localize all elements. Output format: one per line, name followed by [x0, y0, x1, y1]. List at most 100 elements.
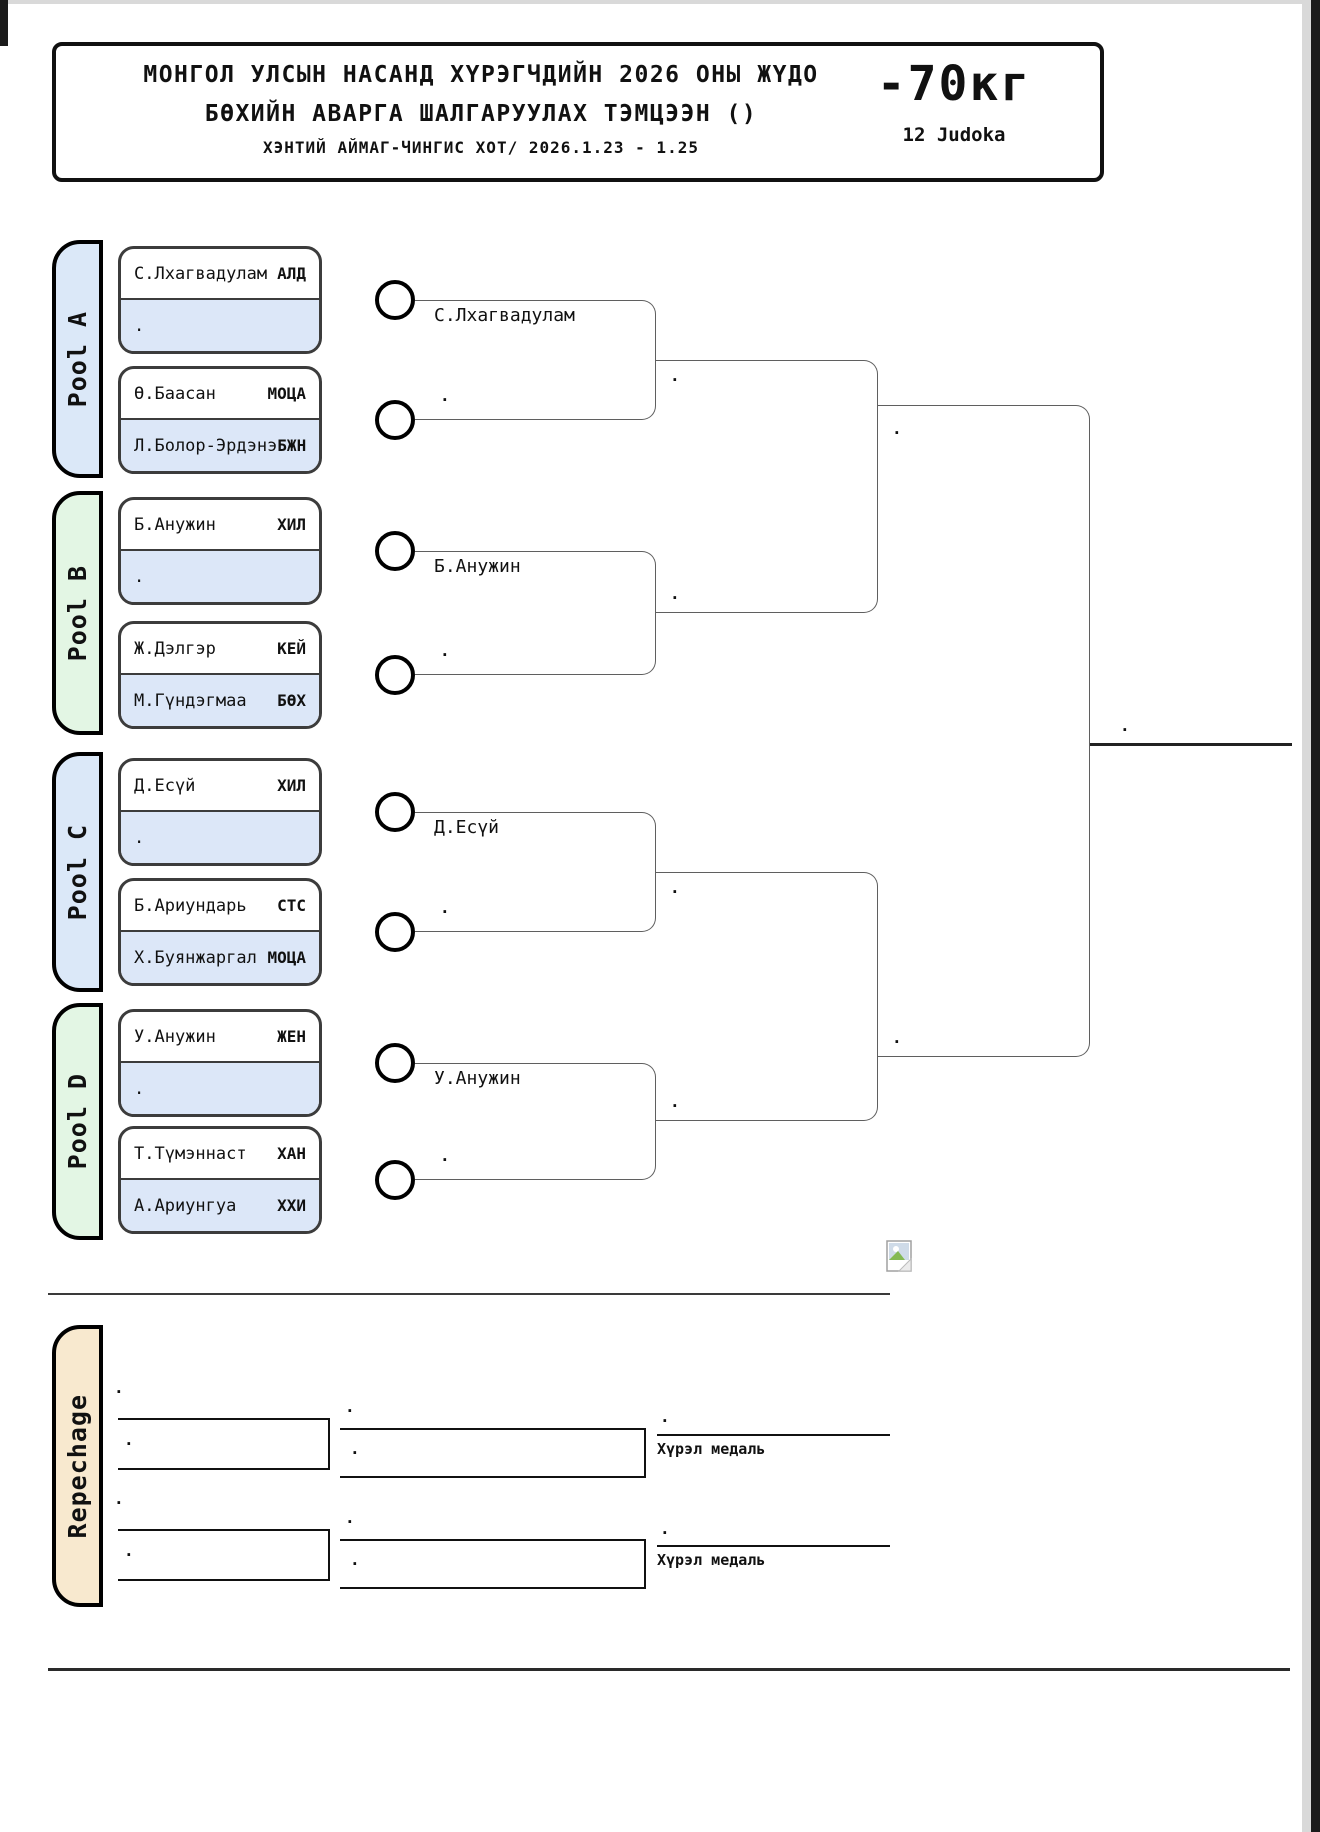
round2-winner-label: Д.Есүй [434, 817, 500, 838]
match-circle-2 [375, 400, 415, 440]
pool-tab-b: Pool B [52, 491, 103, 735]
bronze-winner-label: . [660, 1407, 670, 1426]
athlete-name: М.Гүндэгмаа [134, 690, 247, 711]
athlete-name: . [134, 827, 145, 848]
tournament-title-line2: БӨХИЙН АВАРГА ШАЛГАРУУЛАХ ТЭМЦЭЭН () [204, 101, 758, 127]
pool-a-match-1: С.Лхагвадулам АЛД . [118, 246, 322, 354]
pool-c-match-2: Б.Ариундарь СТС Х.Буянжаргал МОЦА [118, 878, 322, 986]
match-slot-bottom: . [121, 300, 319, 351]
semifinal-slot-label: . [670, 878, 680, 897]
repechage-match-1-bracket [118, 1418, 330, 1470]
athlete-name: Ө.Баасан [134, 383, 216, 404]
match-slot-bottom: . [121, 812, 319, 863]
match-slot-top: Ө.Баасан МОЦА [121, 369, 319, 420]
bronze-medal-label: Хүрэл медаль [657, 1440, 766, 1458]
match-slot-top: Б.Ариундарь СТС [121, 881, 319, 932]
header-box: МОНГОЛ УЛСЫН НАСАНД ХҮРЭГЧДИЙН 2026 ОНЫ … [52, 42, 1104, 182]
repechage-match-4-bracket [340, 1539, 646, 1589]
club-code: ЖЕН [277, 1027, 306, 1046]
athlete-name: А.Ариунгуа [134, 1195, 237, 1216]
round2-bracket-2 [415, 551, 656, 675]
final-slot-label: . [892, 1028, 902, 1047]
club-code: ХХИ [277, 1196, 306, 1215]
semifinal-slot-label: . [670, 366, 680, 385]
pool-d-match-1: У.Анужин ЖЕН . [118, 1009, 322, 1117]
match-circle-7 [375, 1043, 415, 1083]
final-slot-label: . [892, 419, 902, 438]
pool-tab-d-label: Pool D [63, 1073, 92, 1170]
repechage-match-3-bracket [118, 1529, 330, 1581]
weight-block: -70кг 12 Judoka [834, 56, 1074, 146]
club-code: МОЦА [267, 948, 306, 967]
pool-b-match-2: Ж.Дэлгэр КЕЙ М.Гүндэгмаа БӨХ [118, 621, 322, 729]
match-slot-top: Б.Анужин ХИЛ [121, 500, 319, 551]
repechage-entrant-label: . [114, 1378, 124, 1397]
match-circle-5 [375, 792, 415, 832]
match-circle-3 [375, 531, 415, 571]
club-code: АЛД [277, 264, 306, 283]
bronze-medal-label: Хүрэл медаль [657, 1551, 766, 1569]
bronze-medal-line [657, 1545, 890, 1547]
match-slot-bottom: А.Ариунгуа ХХИ [121, 1180, 319, 1231]
pool-tab-b-label: Pool B [63, 564, 92, 662]
semifinal-slot-label: . [670, 1092, 680, 1111]
round2-winner-label: У.Анужин [434, 1068, 521, 1089]
athlete-name: . [134, 315, 145, 336]
athlete-name: Л.Болор-Эрдэнэ [134, 435, 278, 456]
repechage-semi-label: . [345, 1508, 355, 1527]
athlete-name: . [134, 566, 145, 587]
club-code: КЕЙ [277, 639, 306, 658]
match-slot-bottom: М.Гүндэгмаа БӨХ [121, 675, 319, 726]
club-code: ХИЛ [277, 515, 306, 534]
athlete-name: Д.Есүй [134, 775, 196, 796]
semifinal-bracket-2 [656, 872, 878, 1121]
round2-pending-label: . [440, 1146, 450, 1165]
match-slot-bottom: Л.Болор-Эрдэнэ БЖН [121, 420, 319, 471]
pool-b-match-1: Б.Анужин ХИЛ . [118, 497, 322, 605]
round2-bracket-1 [415, 300, 656, 420]
round2-bracket-3 [415, 812, 656, 932]
round2-bracket-4 [415, 1063, 656, 1180]
match-slot-top: Д.Есүй ХИЛ [121, 761, 319, 812]
match-slot-top: Т.Түмэннаст ХАН [121, 1129, 319, 1180]
athlete-name: С.Лхагвадулам [134, 263, 268, 284]
club-code: ХАН [277, 1144, 306, 1163]
page-edge-right-light [1302, 0, 1311, 1832]
athlete-name: У.Анужин [134, 1026, 216, 1047]
club-code: БӨХ [277, 691, 306, 710]
match-circle-8 [375, 1160, 415, 1200]
pool-d-match-2: Т.Түмэннаст ХАН А.Ариунгуа ХХИ [118, 1126, 322, 1234]
round2-winner-label: Б.Анужин [434, 556, 521, 577]
repechage-tab-label: Repechage [63, 1393, 92, 1539]
bottom-rule [48, 1668, 1290, 1671]
page-edge-right-dark [1311, 0, 1320, 1832]
weight-class: -70кг [876, 56, 1032, 112]
page-edge-corner [0, 0, 8, 46]
athlete-name: . [134, 1078, 145, 1099]
broken-image-icon [886, 1240, 912, 1276]
athlete-name: Б.Ариундарь [134, 895, 247, 916]
match-slot-bottom: . [121, 1063, 319, 1114]
round2-pending-label: . [440, 641, 450, 660]
athlete-name: Б.Анужин [134, 514, 216, 535]
tournament-subtitle: ХЭНТИЙ АЙМАГ-ЧИНГИС ХОТ/ 2026.1.23 - 1.2… [263, 138, 699, 157]
pool-tab-a: Pool A [52, 240, 103, 478]
semifinal-bracket-1 [656, 360, 878, 613]
champion-label: . [1120, 716, 1130, 735]
pool-tab-d: Pool D [52, 1003, 103, 1240]
repechage-entrant-label: . [124, 1541, 134, 1560]
repechage-entrant-label: . [114, 1489, 124, 1508]
page-edge-top [0, 0, 1320, 4]
repechage-semi-label: . [350, 1439, 360, 1458]
match-circle-4 [375, 655, 415, 695]
semifinal-slot-label: . [670, 584, 680, 603]
match-circle-1 [375, 280, 415, 320]
repechage-tab: Repechage [52, 1325, 103, 1607]
round2-winner-label: С.Лхагвадулам [434, 305, 575, 326]
club-code: ХИЛ [277, 776, 306, 795]
judoka-count: 12 Judoka [902, 124, 1006, 146]
athlete-name: Ж.Дэлгэр [134, 638, 216, 659]
round2-pending-label: . [440, 898, 450, 917]
match-slot-top: С.Лхагвадулам АЛД [121, 249, 319, 300]
pool-a-match-2: Ө.Баасан МОЦА Л.Болор-Эрдэнэ БЖН [118, 366, 322, 474]
